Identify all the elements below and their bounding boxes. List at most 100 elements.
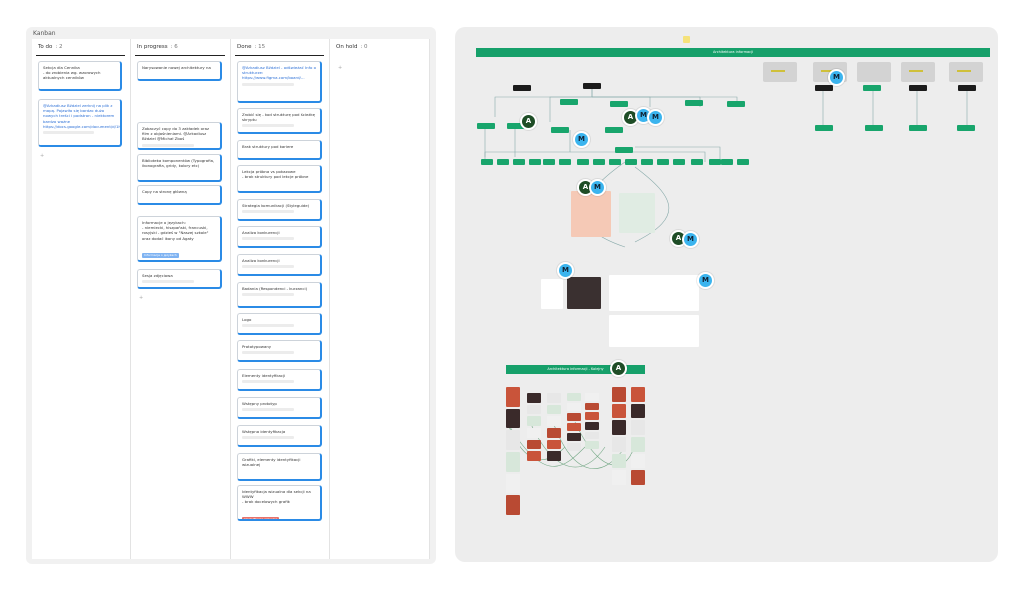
collaborator-avatar[interactable]: A — [610, 360, 627, 377]
structure-node[interactable] — [685, 100, 703, 106]
structure-node[interactable] — [691, 159, 703, 165]
collaborator-avatar[interactable]: M — [647, 109, 664, 126]
page-thumbnail[interactable] — [506, 495, 520, 515]
structure-node[interactable] — [721, 159, 733, 165]
page-thumbnail[interactable] — [541, 279, 563, 309]
page-thumbnail[interactable] — [527, 393, 541, 403]
card-tag[interactable]: Informacje o językach — [142, 252, 179, 258]
structure-node[interactable] — [559, 159, 571, 165]
structure-node[interactable] — [543, 159, 555, 165]
structure-node[interactable] — [609, 159, 621, 165]
note-card[interactable] — [763, 62, 797, 82]
structure-node[interactable] — [583, 83, 601, 89]
page-thumbnail[interactable] — [567, 413, 581, 421]
structure-node[interactable] — [507, 123, 525, 129]
kanban-card[interactable]: Grafiki, elementy identyfikacji wizualne… — [237, 453, 322, 481]
collaborator-avatar[interactable]: M — [589, 179, 606, 196]
structure-node[interactable] — [865, 125, 883, 131]
structure-node[interactable] — [577, 159, 589, 165]
structure-node[interactable] — [513, 159, 525, 165]
page-thumbnail[interactable] — [547, 439, 561, 450]
column-header[interactable]: Done: 15 — [237, 44, 265, 50]
structure-node[interactable] — [958, 85, 976, 91]
page-thumbnail[interactable] — [585, 412, 599, 420]
structure-node[interactable] — [909, 85, 927, 91]
page-thumbnail[interactable] — [609, 275, 699, 311]
structure-node[interactable] — [593, 159, 605, 165]
page-thumbnail[interactable] — [527, 404, 541, 415]
structure-node[interactable] — [673, 159, 685, 165]
card-tag[interactable]: Grafika — [242, 479, 257, 481]
structure-node[interactable] — [477, 123, 495, 129]
page-thumbnail[interactable] — [619, 193, 655, 233]
page-thumbnail[interactable] — [506, 408, 520, 429]
structure-node[interactable] — [657, 159, 669, 165]
kanban-card[interactable]: Strategia komunikacji (Styleguide) — [237, 199, 322, 221]
page-thumbnail[interactable] — [612, 470, 626, 485]
kanban-card[interactable]: Biblioteka komponentów (Typografia, ikon… — [137, 154, 222, 182]
page-thumbnail[interactable] — [585, 393, 599, 401]
structure-node[interactable] — [615, 147, 633, 153]
kanban-card[interactable]: @Arkadiusz Bździel - odświeżać Info o st… — [237, 61, 322, 103]
structure-node[interactable] — [560, 99, 578, 105]
structure-node[interactable] — [551, 127, 569, 133]
page-thumbnail[interactable] — [547, 451, 561, 461]
column-header[interactable]: On hold: 0 — [336, 44, 368, 50]
card-tag[interactable]: UI Kit — [142, 180, 154, 182]
page-thumbnail[interactable] — [527, 428, 541, 438]
structure-node[interactable] — [529, 159, 541, 165]
page-thumbnail[interactable] — [547, 416, 561, 426]
whiteboard-canvas[interactable]: Architektura informacji — [455, 27, 998, 562]
page-thumbnail[interactable] — [527, 416, 541, 426]
structure-node[interactable] — [727, 101, 745, 107]
kanban-card[interactable]: @Arkadiusz Bździel zerknij na plik z map… — [38, 99, 122, 147]
sticky-note-icon[interactable] — [683, 36, 690, 43]
note-card[interactable] — [949, 62, 983, 82]
structure-node[interactable] — [625, 159, 637, 165]
kanban-card[interactable]: Zrobić się - kod strukturę pod ścieżkę s… — [237, 108, 322, 134]
collaborator-avatar[interactable]: M — [573, 131, 590, 148]
structure-node[interactable] — [481, 159, 493, 165]
kanban-card[interactable]: Sekcja dla Cennika - do zrobienia wg. wz… — [38, 61, 122, 91]
collaborator-avatar[interactable]: M — [557, 262, 574, 279]
structure-node[interactable] — [815, 125, 833, 131]
page-thumbnail[interactable] — [585, 431, 599, 440]
kanban-card[interactable]: Badania (Respondenci - kurzanci) — [237, 282, 322, 308]
page-thumbnail[interactable] — [609, 315, 699, 347]
kanban-card[interactable]: Identyfikacja wizualna dla sekcji na WWW… — [237, 485, 322, 521]
page-thumbnail[interactable] — [612, 387, 626, 402]
page-thumbnail[interactable] — [506, 452, 520, 472]
page-thumbnail[interactable] — [631, 420, 645, 435]
page-thumbnail[interactable] — [567, 277, 601, 309]
structure-node[interactable] — [909, 125, 927, 131]
structure-node[interactable] — [709, 159, 721, 165]
structure-node[interactable] — [863, 85, 881, 91]
add-card-icon[interactable]: + — [40, 153, 45, 159]
add-card-icon[interactable]: + — [338, 65, 343, 71]
structure-node[interactable] — [737, 159, 749, 165]
structure-node[interactable] — [605, 127, 623, 133]
page-thumbnail[interactable] — [631, 387, 645, 402]
structure-node[interactable] — [513, 85, 531, 91]
kanban-card[interactable]: Prototypowany — [237, 340, 322, 362]
page-thumbnail[interactable] — [547, 393, 561, 403]
page-thumbnail[interactable] — [567, 403, 581, 411]
page-thumbnail[interactable] — [527, 451, 541, 461]
add-card-icon[interactable]: + — [139, 295, 144, 301]
page-thumbnail[interactable] — [612, 453, 626, 469]
page-thumbnail[interactable] — [612, 437, 626, 452]
kanban-card[interactable]: Analiza konkurencji — [237, 254, 322, 276]
kanban-card[interactable]: Wstępna identyfikacja — [237, 425, 322, 447]
column-header[interactable]: To do: 2 — [38, 44, 63, 50]
note-card[interactable] — [857, 62, 891, 82]
kanban-card[interactable]: Lekcja próbna vs pokazowe - brak struktu… — [237, 165, 322, 193]
page-thumbnail[interactable] — [585, 422, 599, 430]
kanban-card[interactable]: Zobaczyć copy do 3 zakładek oraz film z … — [137, 122, 222, 150]
structure-node[interactable] — [641, 159, 653, 165]
kanban-card[interactable]: Narysowanie nowej architektury naArchite… — [137, 61, 222, 81]
page-thumbnail[interactable] — [506, 473, 520, 494]
collaborator-avatar[interactable]: A — [520, 113, 537, 130]
kanban-card[interactable]: Copy na stronę głównąCopy — [137, 185, 222, 205]
kanban-card[interactable]: Brak struktury pod kariereKariera — [237, 140, 322, 160]
structure-node[interactable] — [497, 159, 509, 165]
